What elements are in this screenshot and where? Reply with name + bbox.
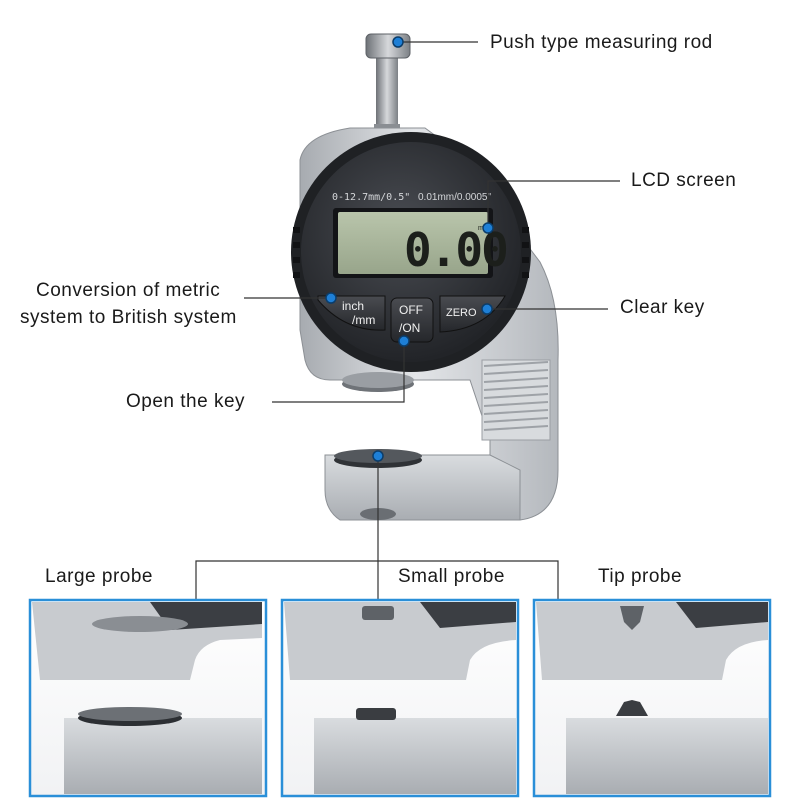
inch-mm-button[interactable]: inch /mm: [317, 295, 386, 331]
marker-rod: [392, 36, 404, 48]
upper-probe: [342, 372, 414, 392]
label-large-probe: Large probe: [45, 566, 153, 587]
off-on-label-2: /ON: [399, 321, 420, 335]
inch-mm-label-2: /mm: [352, 313, 375, 327]
callout-clear: Clear key: [620, 297, 705, 318]
callout-open: Open the key: [126, 391, 246, 412]
marker-lcd: [482, 222, 494, 234]
probe-panel-large: [28, 598, 268, 798]
off-on-button[interactable]: OFF /ON: [390, 297, 434, 343]
callout-rod: Push type measuring rod: [490, 32, 713, 53]
callout-lcd: LCD screen: [631, 170, 737, 191]
callout-conversion-line2: system to British system: [20, 307, 237, 328]
marker-probe: [372, 450, 384, 462]
leader-lines: [195, 41, 620, 600]
probe-panel-small: [280, 598, 520, 798]
zero-label: ZERO: [446, 307, 477, 319]
measuring-rod: [365, 33, 411, 132]
callout-markers: [325, 36, 494, 462]
marker-open: [398, 335, 410, 347]
inch-mm-label-1: inch: [342, 299, 364, 313]
off-on-label-1: OFF: [399, 303, 423, 317]
resolution-label: 0.01mm/0.0005": [418, 192, 491, 203]
callout-conversion-line1: Conversion of metric: [36, 280, 221, 301]
marker-conversion: [325, 292, 337, 304]
grip-ribs: [481, 359, 551, 441]
label-tip-probe: Tip probe: [598, 566, 683, 587]
range-label: 0-12.7mm/0.5": [332, 192, 410, 203]
probe-panel-tip: [532, 598, 772, 798]
marker-clear: [481, 303, 493, 315]
lcd-screen: [333, 208, 493, 278]
label-small-probe: Small probe: [398, 566, 505, 587]
